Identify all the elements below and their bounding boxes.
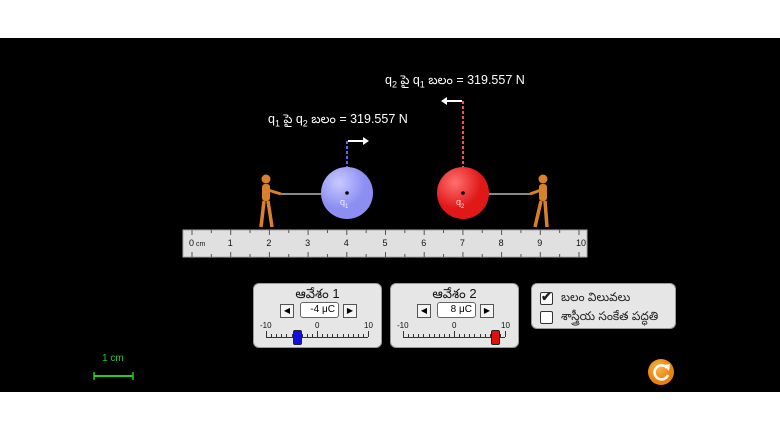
slider-tick xyxy=(433,334,435,337)
slider-tick xyxy=(271,334,273,337)
ruler-tick-label: 6 xyxy=(421,238,427,248)
slider-tick xyxy=(418,334,420,337)
slider-tick xyxy=(327,334,329,337)
ruler-tick-label: 5 xyxy=(382,238,388,248)
slider-tick xyxy=(362,334,364,337)
force-values-label: బలం విలువలు xyxy=(561,290,631,304)
slider-thumb[interactable] xyxy=(292,330,302,345)
slider-tick xyxy=(408,334,410,337)
slider-tick xyxy=(438,334,440,337)
ruler-tick-label: 2 xyxy=(266,238,272,248)
force-values-option[interactable]: ✔ బలం విలువలు xyxy=(540,289,631,307)
charge1-max-label: 10 xyxy=(364,321,373,330)
ruler-tick-label: 0 cm xyxy=(189,238,206,248)
charge2-min-label: -10 xyxy=(397,321,409,330)
scientific-notation-checkbox[interactable] xyxy=(540,311,553,324)
slider-tick xyxy=(505,331,506,337)
slider-tick xyxy=(474,334,476,337)
puller-right-icon xyxy=(529,174,549,228)
ruler-unit: cm xyxy=(194,241,206,248)
q1-label: q1 xyxy=(340,197,349,210)
force-values-checkbox[interactable]: ✔ xyxy=(540,289,553,305)
charge1-min-label: -10 xyxy=(260,321,272,330)
slider-tick xyxy=(352,334,354,337)
slider-tick xyxy=(479,334,481,337)
charge1-slider[interactable] xyxy=(266,330,369,345)
slider-tick xyxy=(428,334,430,337)
slider-tick xyxy=(276,334,278,337)
slider-tick xyxy=(266,331,267,337)
slider-tick xyxy=(459,334,461,337)
ruler-tick-label: 9 xyxy=(537,238,543,248)
scientific-notation-option[interactable]: శాస్త్రీయ సంకేత పద్ధతి xyxy=(540,309,658,326)
ruler-tick-label: 3 xyxy=(305,238,311,248)
scale-label: 1 cm xyxy=(102,353,124,364)
charge2-decrement-button[interactable]: ◀ xyxy=(417,304,431,318)
slider-tick xyxy=(332,334,334,337)
slider-tick xyxy=(448,334,450,337)
slider-tick xyxy=(311,334,313,337)
scientific-notation-label: శాస్త్రీయ సంకేత పద్ధతి xyxy=(561,309,659,323)
slider-tick xyxy=(291,334,293,337)
charge1-panel: ఆవేశం 1 ◀ -4 μC ▶ -10 0 10 xyxy=(253,283,382,348)
charge-q2[interactable] xyxy=(437,167,489,219)
force-on-q1-label: q2 పై q1 బలం = 319.557 N xyxy=(385,73,525,90)
charge1-increment-button[interactable]: ▶ xyxy=(343,304,357,318)
slider-tick xyxy=(403,331,404,337)
slider-track[interactable] xyxy=(266,337,368,338)
charge2-panel: ఆవేశం 2 ◀ 8 μC ▶ -10 0 10 xyxy=(390,283,519,348)
charge1-title: ఆవేశం 1 xyxy=(295,286,340,301)
slider-tick xyxy=(357,334,359,337)
q2-label: q2 xyxy=(456,197,465,210)
slider-thumb[interactable] xyxy=(490,330,500,345)
charge2-increment-button[interactable]: ▶ xyxy=(480,304,494,318)
slider-tick xyxy=(464,334,466,337)
charge2-value-field[interactable]: 8 μC xyxy=(437,302,476,318)
slider-tick xyxy=(322,334,324,337)
slider-tick xyxy=(499,334,501,337)
charge1-value-field[interactable]: -4 μC xyxy=(300,302,339,318)
slider-tick xyxy=(454,331,455,337)
slider-tick xyxy=(484,334,486,337)
ruler-tick-label: 1 xyxy=(227,238,233,248)
slider-tick xyxy=(306,334,308,337)
charge2-mid-label: 0 xyxy=(452,321,457,330)
scene-graphics xyxy=(93,97,674,385)
reset-button[interactable] xyxy=(648,359,674,385)
scale-bar xyxy=(93,372,134,380)
slider-tick xyxy=(443,334,445,337)
force-on-q2-label: q1 పై q2 బలం = 319.557 N xyxy=(268,112,408,129)
slider-tick xyxy=(423,334,425,337)
ruler[interactable] xyxy=(182,229,588,258)
charge2-max-label: 10 xyxy=(501,321,510,330)
ruler-tick-label: 8 xyxy=(498,238,504,248)
slider-track[interactable] xyxy=(403,337,505,338)
charge-q1[interactable] xyxy=(321,167,373,219)
reset-icon xyxy=(664,364,670,371)
slider-tick xyxy=(317,331,318,337)
simulation-area: q2 పై q1 బలం = 319.557 N q1 పై q2 బలం = … xyxy=(0,38,780,392)
slider-tick xyxy=(281,334,283,337)
slider-tick xyxy=(489,334,491,337)
slider-tick xyxy=(286,334,288,337)
charge2-slider[interactable] xyxy=(403,330,506,345)
charge2-title: ఆవేశం 2 xyxy=(432,286,477,301)
slider-tick xyxy=(368,331,369,337)
slider-tick xyxy=(342,334,344,337)
slider-tick xyxy=(337,334,339,337)
ruler-tick-label: 7 xyxy=(459,238,465,248)
slider-tick xyxy=(413,334,415,337)
ruler-tick-label: 10 xyxy=(576,238,587,248)
slider-tick xyxy=(347,334,349,337)
slider-tick xyxy=(469,334,471,337)
charge1-decrement-button[interactable]: ◀ xyxy=(280,304,294,318)
ruler-tick-label: 4 xyxy=(343,238,349,248)
puller-left-icon xyxy=(259,174,282,228)
charge1-mid-label: 0 xyxy=(315,321,320,330)
slider-tick xyxy=(301,334,303,337)
options-panel: ✔ బలం విలువలు శాస్త్రీయ సంకేత పద్ధతి xyxy=(531,283,676,329)
